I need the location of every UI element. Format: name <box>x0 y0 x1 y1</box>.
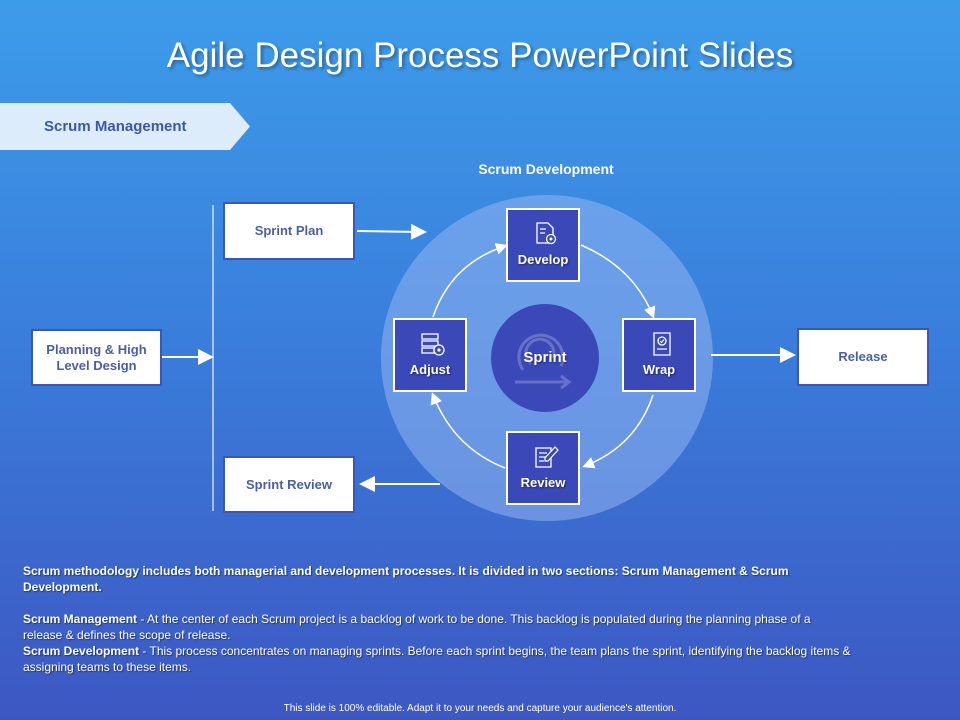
arrow-adjust-to-develop <box>432 243 508 318</box>
review-label: Review <box>520 475 566 490</box>
arrow-develop-to-wrap <box>580 244 656 319</box>
management-term: Scrum Management <box>23 612 138 626</box>
footer-note: This slide is 100% editable. Adapt it to… <box>283 703 677 714</box>
development-text: - This process concentrates on managing … <box>23 644 851 674</box>
scrum-management-tab: Scrum Management <box>0 103 250 150</box>
description-management: Scrum Management - At the center of each… <box>23 611 853 643</box>
arrow-sprint-plan-to-cycle <box>356 223 427 240</box>
arrow-review-to-adjust <box>430 392 506 469</box>
sprint-review-box: Sprint Review <box>223 456 355 513</box>
database-gear-icon <box>421 333 445 356</box>
release-label: Release <box>838 349 888 364</box>
scrum-development-label: Scrum Development <box>478 161 614 177</box>
develop-label: Develop <box>517 252 569 267</box>
sprint-plan-label: Sprint Plan <box>254 223 324 238</box>
description-development: Scrum Development - This process concent… <box>23 643 853 675</box>
cycle-swirl-icon <box>515 333 572 390</box>
certificate-icon <box>653 332 671 356</box>
adjust-node: Adjust <box>393 318 467 392</box>
wrap-label: Wrap <box>642 362 676 377</box>
management-text: - At the center of each Scrum project is… <box>23 612 811 642</box>
planning-box: Planning & High Level Design <box>31 329 162 386</box>
description-intro: Scrum methodology includes both manageri… <box>23 564 789 594</box>
development-term: Scrum Development <box>23 644 140 658</box>
sprint-label: Sprint <box>523 349 567 366</box>
sprint-review-label: Sprint Review <box>246 476 332 492</box>
scrum-management-label: Scrum Management <box>44 118 187 135</box>
adjust-label: Adjust <box>409 362 451 377</box>
sprint-center-circle: Sprint <box>491 304 599 412</box>
planning-box-label: Planning & High Level Design <box>46 341 147 373</box>
document-gear-icon <box>536 222 557 245</box>
description-text: Scrum methodology includes both manageri… <box>23 563 853 675</box>
slide-title: Agile Design Process PowerPoint Slides <box>166 36 794 75</box>
release-box: Release <box>797 328 929 386</box>
wrap-node: Wrap <box>622 318 696 392</box>
arrow-wrap-to-review <box>582 394 654 469</box>
sprint-plan-box: Sprint Plan <box>223 202 355 260</box>
review-node: Review <box>506 431 580 505</box>
checklist-pencil-icon <box>535 446 559 468</box>
develop-node: Develop <box>506 208 580 282</box>
